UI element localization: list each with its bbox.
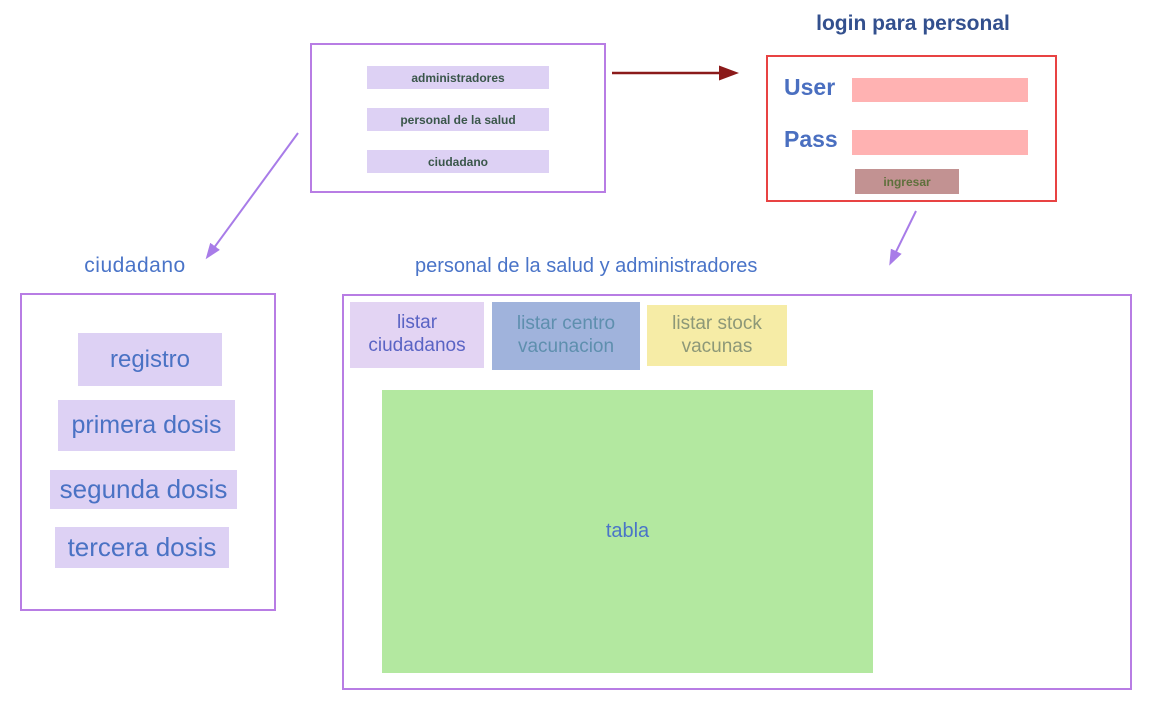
tercera-dosis-button[interactable]: tercera dosis [55,527,229,568]
ciudadano-panel: registro primera dosis segunda dosis ter… [20,293,276,611]
table-placeholder-label: tabla [605,520,650,542]
tab-listar-stock-vacunas[interactable]: listar stock vacunas [647,305,787,366]
role-selector-panel: administradores personal de la salud ciu… [310,43,606,193]
tab-listar-ciudadanos[interactable]: listar ciudadanos [350,302,484,368]
login-title: login para personal [816,12,1010,35]
pass-input[interactable] [852,130,1028,155]
administradores-button[interactable]: administradores [367,66,549,89]
segunda-dosis-button[interactable]: segunda dosis [50,470,237,509]
ciudadano-button[interactable]: ciudadano [367,150,549,173]
user-label: User [784,74,836,100]
arrow-to-ciudadano [205,132,299,260]
personal-section-title: personal de la salud y administradores [415,255,758,277]
user-input[interactable] [852,78,1028,102]
ingresar-button[interactable]: ingresar [855,169,959,194]
login-panel: User Pass ingresar [766,55,1057,202]
arrow-to-personal [889,210,917,266]
tab-listar-centro-vacunacion[interactable]: listar centro vacunacion [492,302,640,370]
table-placeholder-area: tabla [382,390,873,673]
ciudadano-section-title: ciudadano [84,254,186,277]
personal-salud-button[interactable]: personal de la salud [367,108,549,131]
registro-button[interactable]: registro [78,333,222,386]
primera-dosis-button[interactable]: primera dosis [58,400,235,451]
pass-label: Pass [784,126,838,152]
